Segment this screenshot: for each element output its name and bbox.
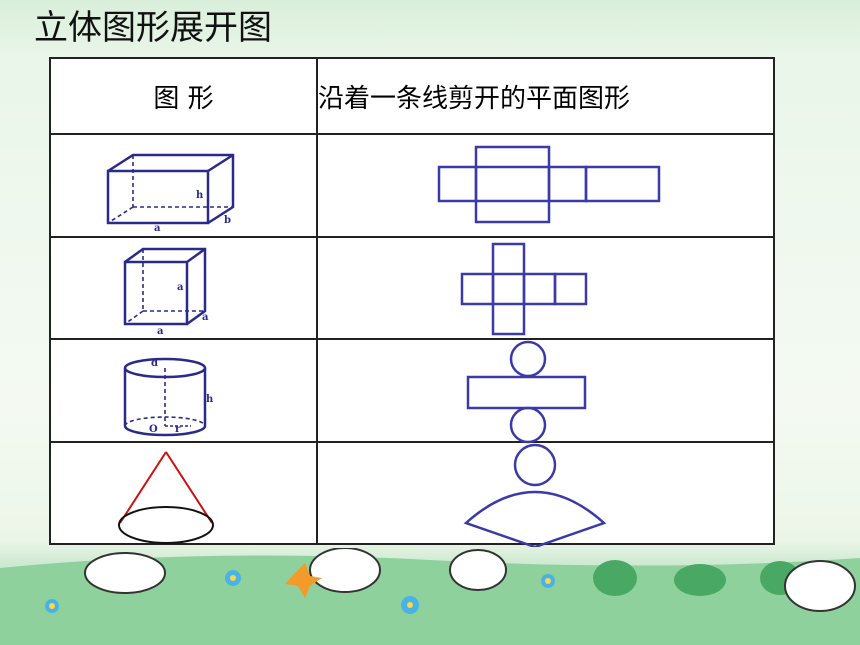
solid-cell [49,440,318,546]
header-net: 沿着一条线剪开的平面图形 [316,56,775,136]
cone-icon [118,450,214,544]
table-header-row: 图 形 沿着一条线剪开的平面图形 [49,56,775,136]
label-a: a [202,312,209,323]
cuboid-net-icon [437,146,661,224]
cube-icon: a a a [123,247,209,337]
solid-cell: h a b [49,133,318,238]
label-d: d [151,358,158,369]
net-cell [316,133,775,238]
label-o: O [149,424,158,435]
page-title: 立体图形展开图 [34,8,272,48]
label-b: b [224,215,231,226]
net-cell [316,440,775,547]
grass-decoration [0,548,860,645]
label-a: a [157,326,164,337]
cartoon-characters [84,548,856,612]
net-cell [316,338,775,444]
unfolding-table: 图 形 沿着一条线剪开的平面图形 h a b [49,56,775,547]
label-h: h [196,190,204,201]
cylinder-net-icon [466,340,587,444]
cube-net-icon [460,242,588,335]
table-row: h a b [49,133,775,238]
cone-net-icon [463,443,607,547]
label-a: a [177,282,184,293]
label-a: a [154,223,161,234]
label-r: r [175,424,181,435]
table-row [49,440,775,547]
header-shape: 图 形 [49,56,318,136]
table-row: d h O r [49,338,775,444]
table-row: a a a [49,235,775,341]
net-cell [316,235,775,341]
cuboid-icon: h a b [106,154,235,234]
solid-cell: d h O r [49,338,318,443]
label-h: h [206,394,214,405]
cylinder-icon: d h O r [123,357,214,437]
solid-cell: a a a [49,235,318,341]
